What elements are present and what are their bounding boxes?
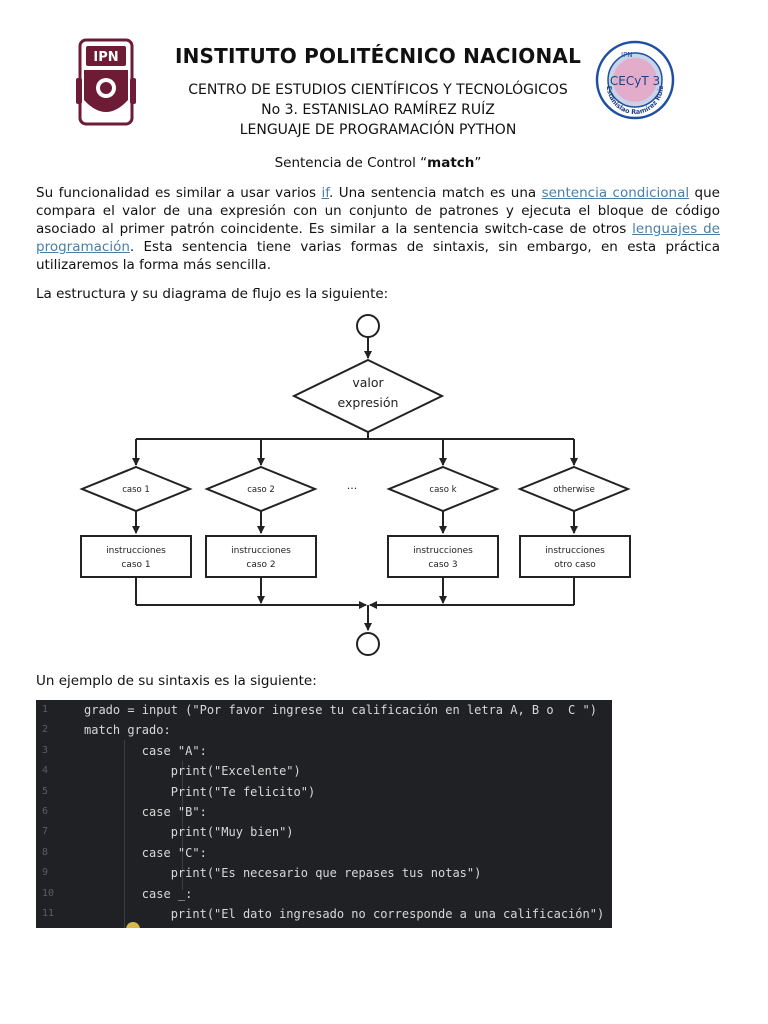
line-number: 6 [42,806,49,817]
center-name-line2: No 3. ESTANISLAO RAMÍREZ RUÍZ [261,102,495,118]
box-label: instrucciones [106,546,166,556]
line-number: 7 [42,826,49,838]
syntax-intro-text: Un ejemplo de su sintaxis es la siguient… [36,673,317,689]
cecyt-logo-small: IPN [621,51,633,59]
decision-label-line2: expresión [338,395,399,410]
decision-label-line1: valor [352,375,384,390]
code-line: 6 case "B": [36,802,612,822]
case-label: caso k [429,485,456,495]
code-text: match grado: [84,723,171,738]
code-line: 5 Print("Te felicito") [36,782,612,802]
document-header: IPN INSTITUTO POLITÉCNICO NACIONAL CENTR… [0,0,768,150]
code-line: 10 case _: [36,884,612,904]
line-number: 10 [42,887,55,899]
link-lenguajes-de-programacion[interactable]: lenguajes de programación [36,221,720,255]
center-name-line1: CENTRO DE ESTUDIOS CIENTÍFICOS Y TECNOLÓ… [188,82,568,98]
code-line: 4 print("Excelente") [36,761,612,781]
code-editor-screenshot: 1 grado = input ("Por favor ingrese tu c… [36,700,612,928]
line-number: 1 [42,704,49,715]
structure-intro-text: La estructura y su diagrama de flujo es … [36,286,389,302]
line-number: 4 [42,765,49,777]
ellipsis: ... [347,479,358,492]
code-text: case _: [84,886,193,901]
intro-paragraph: Su funcionalidad es similar a usar vario… [36,185,720,273]
box-label: caso 3 [428,560,457,570]
indent-guide [182,761,183,890]
line-number: 3 [42,744,49,756]
code-text: print("Excelente") [84,764,301,779]
box-label: caso 2 [246,560,275,570]
line-number: 11 [42,908,55,919]
end-node [356,632,380,656]
line-number: 9 [42,867,49,879]
box-case-k [387,535,499,578]
code-text: Print("Te felicito") [84,784,316,799]
title-keyword: match [427,155,475,171]
subject-name: LENGUAJE DE PROGRAMACIÓN PYTHON [239,122,517,138]
box-case-otherwise [519,535,631,578]
code-text: print("Es necesario que repases tus nota… [84,866,482,881]
ipn-logo: IPN [76,38,136,126]
ipn-logo-text: IPN [93,50,118,65]
code-text: case "A": [84,743,207,758]
box-case-1 [80,535,192,578]
box-label: instrucciones [231,546,291,556]
box-label: instrucciones [413,546,473,556]
code-line: 3 case "A": [36,741,612,761]
code-text: case "B": [84,805,207,819]
code-line: 8 case "C": [36,843,612,863]
box-label: caso 1 [121,560,150,570]
start-node [356,314,380,338]
institution-title: INSTITUTO POLITÉCNICO NACIONAL [174,44,582,68]
lightbulb-icon[interactable] [126,922,140,928]
code-text: print("Muy bien") [84,825,294,840]
code-text: case "C": [84,845,207,860]
case-label: caso 2 [247,485,275,495]
line-number: 2 [42,724,49,736]
code-line: 9 print("Es necesario que repases tus no… [36,863,612,883]
cecyt-logo: IPN CECyT 3 Estanislao Ramírez Ruíz [595,40,675,120]
document-title: Sentencia de Control “match” [274,155,482,171]
case-label: otherwise [553,485,595,495]
match-flowchart: valor expresión ... caso 1 caso 2 caso k… [79,314,631,656]
link-sentencia-condicional[interactable]: sentencia condicional [541,185,690,201]
box-label: instrucciones [545,546,605,556]
code-line: 7 print("Muy bien") [36,822,612,842]
box-case-2 [205,535,317,578]
case-label: caso 1 [122,485,150,495]
indent-guide [124,740,125,928]
code-line: 11 print("El dato ingresado no correspon… [36,904,612,924]
code-text: print("El dato ingresado no corresponde … [84,907,605,921]
cecyt-logo-text: CECyT 3 [610,74,660,88]
box-label: otro caso [554,560,596,570]
line-number: 5 [42,785,49,797]
line-number: 8 [42,846,49,858]
code-text: grado = input ("Por favor ingrese tu cal… [84,703,597,717]
code-line: 1 grado = input ("Por favor ingrese tu c… [36,700,612,720]
link-if[interactable]: if [321,185,329,201]
code-line: 2 match grado: [36,720,612,740]
